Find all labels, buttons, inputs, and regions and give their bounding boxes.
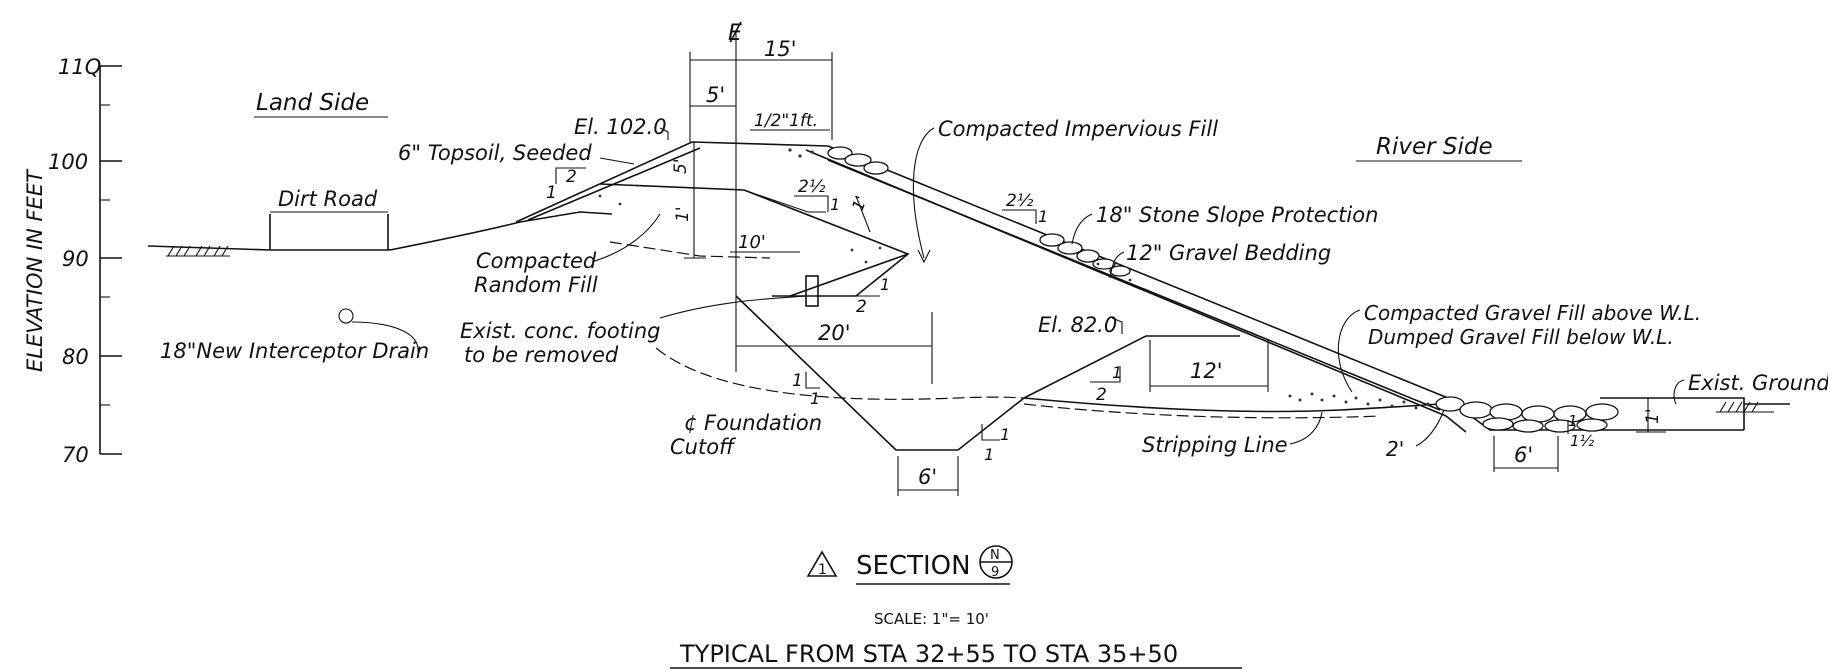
dim-12ft: 12' — [1190, 359, 1223, 383]
dim-20ft: 20' — [818, 321, 851, 345]
axis-label: ELEVATION IN FEET — [23, 168, 47, 372]
slope-1c: 1 — [1038, 207, 1048, 226]
section-callout-top: N — [990, 548, 1000, 563]
existing-ground-land: Dirt Road — [147, 187, 613, 257]
dim-6ft-cutoff: 6' — [918, 465, 937, 489]
dim-vertical-5ft: 5' — [671, 159, 691, 175]
centerline-symbol: Ɇ — [728, 21, 742, 46]
side-labels: Land Side River Side — [254, 90, 1522, 162]
dim-6ft-toe: 6' — [1514, 443, 1533, 467]
slope-1half: 1½ — [1570, 432, 1595, 450]
elevation-axis: 11Q 100 90 80 70 ELEVATION IN FEET — [23, 55, 122, 467]
compacted-random-label-1: Compacted — [476, 249, 597, 273]
compacted-random-label-2: Random Fill — [474, 273, 598, 297]
exist-ground-label: Exist. Ground — [1688, 371, 1828, 395]
el-82-label: El. 82.0 — [1038, 313, 1117, 337]
slope-1h: 1 — [984, 445, 994, 464]
section-callout-icon: N 9 — [979, 545, 1013, 580]
topsoil-label: 6" Topsoil, Seeded — [398, 141, 592, 165]
slope-2c: 2 — [1096, 385, 1107, 405]
dim-vertical-1ft-b: 1' — [848, 193, 871, 213]
slope-1f: 1 — [810, 389, 820, 408]
axis-tick-90: 90 — [62, 247, 89, 271]
section-title: SECTION — [856, 551, 971, 581]
foundation-label-2: Cutoff — [670, 435, 737, 459]
impervious-fill-label: Compacted Impervious Fill — [938, 117, 1218, 141]
slope-1e: 1 — [792, 371, 803, 391]
slope-1d: 1 — [880, 275, 890, 294]
gravel-fill-label-2: Dumped Gravel Fill below W.L. — [1368, 325, 1674, 349]
gravel-bedding-label: 12" Gravel Bedding — [1126, 241, 1331, 265]
slope-1b: 1 — [830, 195, 840, 214]
river-side-label: River Side — [1376, 134, 1493, 160]
footing-label-2: to be removed — [464, 343, 619, 367]
slope-2b: 2 — [856, 297, 867, 317]
slope-2half-b: 2½ — [1006, 191, 1034, 211]
axis-tick-100: 100 — [48, 150, 88, 174]
dirt-road-label: Dirt Road — [278, 187, 378, 211]
revision-triangle-icon — [806, 550, 838, 577]
slope-2: 2 — [566, 167, 577, 187]
land-side-label: Land Side — [256, 90, 369, 116]
interceptor-drain-label: 18"New Interceptor Drain — [160, 339, 429, 363]
stripping-line-label: Stripping Line — [1142, 433, 1288, 457]
dim-5ft: 5' — [706, 83, 725, 107]
typical-station-label: TYPICAL FROM STA 32+55 TO STA 35+50 — [679, 640, 1178, 668]
dim-half-inch-per-ft: 1/2"1ft. — [754, 111, 818, 131]
dim-vertical-1ft: 1' — [673, 207, 693, 223]
dim-2ft: 2' — [1386, 437, 1404, 461]
slope-1g: 1 — [1000, 425, 1010, 444]
el-102-label: El. 102.0 — [574, 115, 667, 139]
title-block: 1 SECTION N 9 SCALE: 1"= 10' TYPICAL FRO… — [670, 545, 1242, 669]
callouts: El. 102.0 6" Topsoil, Seeded Compacted I… — [160, 115, 1828, 459]
foundation-label-1: ¢ Foundation — [684, 411, 822, 435]
axis-tick-70: 70 — [62, 443, 89, 467]
axis-tick-80: 80 — [62, 345, 89, 369]
slope-2half-a: 2½ — [798, 177, 826, 197]
section-callout-bottom: 9 — [991, 565, 999, 580]
dim-vertical-1ft-toe: 1' — [1643, 409, 1663, 425]
slope-ratios: 2 1 2½ 1 2½ 1 2 1 1 1 1 1 1 2 1 1½ 1' — [546, 167, 1595, 464]
dim-10ft: 10' — [738, 232, 766, 253]
revision-number: 1 — [818, 562, 827, 578]
gravel-fill-label-1: Compacted Gravel Fill above W.L. — [1364, 301, 1701, 325]
footing-label-1: Exist. conc. footing — [460, 319, 660, 343]
scale-label: SCALE: 1"= 10' — [874, 610, 989, 628]
slope-1j: 1 — [1568, 412, 1578, 430]
dimensions: Ɇ 15' 5' 1/2"1ft. 5' 1' 10' 20' 6' 12' — [671, 21, 1666, 496]
stone-protection — [598, 146, 1619, 433]
axis-tick-110: 11Q — [58, 55, 101, 79]
slope-1a: 1 — [546, 183, 557, 203]
stone-slope-label: 18" Stone Slope Protection — [1096, 203, 1378, 227]
dim-15ft: 15' — [764, 37, 797, 61]
slope-1i: 1 — [1112, 363, 1122, 382]
levee-body — [515, 141, 1790, 451]
